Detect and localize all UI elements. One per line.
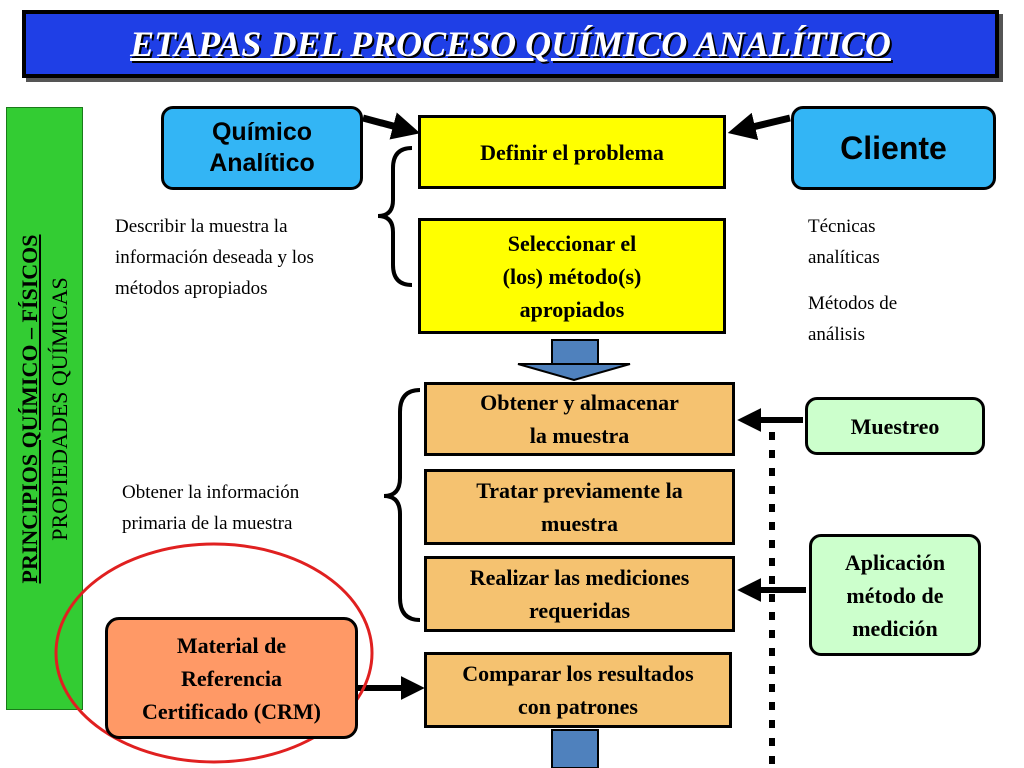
brace-sample-steps [383,388,421,622]
note-primary-line-1: Obtener la información [122,482,300,503]
step-obtain-line-2: la muestra [529,423,630,448]
note-techniques-line-1: Técnicas [808,216,876,237]
note-methods-line-1: Métodos de [808,293,898,314]
application-box: Aplicación método de medición [809,534,981,656]
sampling-box: Muestreo [805,397,985,455]
title-banner: ETAPAS DEL PROCESO QUÍMICO ANALÍTICO [22,10,999,78]
note-describe-line-1: Describir la muestra la [115,216,288,237]
step-select-line-3: apropiados [519,296,625,322]
step-obtain: Obtener y almacenar la muestra [424,382,735,456]
crm-box: Material de Referencia Certificado (CRM) [105,617,358,739]
step-treat-line-1: Tratar previamente la [476,478,683,503]
arrow-client-to-define [727,112,791,141]
crm-line-2: Referencia [181,665,282,691]
sampling-label: Muestreo [850,413,940,439]
chemist-line-2: Analítico [209,149,315,177]
note-primary: Obtener la información primaria de la mu… [122,477,382,539]
application-line-3: medición [852,615,938,641]
arrow-chemist-to-define [362,112,421,140]
highlight-circle [54,542,374,764]
step-obtain-line-1: Obtener y almacenar [480,390,679,415]
crm-line-1: Material de [176,632,287,658]
note-techniques-line-2: analíticas [808,247,880,268]
note-methods: Métodos de análisis [808,288,988,350]
client-box: Cliente [791,106,996,190]
step-compare-line-1: Comparar los resultados [462,661,694,686]
flow-arrow-1 [517,339,631,382]
step-define: Definir el problema [418,115,726,189]
step-measure-line-1: Realizar las mediciones [469,565,690,590]
note-primary-line-2: primaria de la muestra [122,513,293,534]
flow-arrow-2 [551,729,599,768]
step-treat: Tratar previamente la muestra [424,469,735,545]
step-define-label: Definir el problema [480,139,664,165]
note-techniques: Técnicas analíticas [808,211,988,273]
brace-define-select [377,146,413,287]
step-compare: Comparar los resultados con patrones [424,652,732,728]
chemist-box: Químico Analítico [161,106,363,190]
application-line-2: método de [846,582,944,608]
page-title: ETAPAS DEL PROCESO QUÍMICO ANALÍTICO [130,24,891,64]
step-measure-line-2: requeridas [528,598,631,623]
step-measure: Realizar las mediciones requeridas [424,556,735,632]
note-describe-line-2: información deseada y los [115,247,314,268]
note-methods-line-2: análisis [808,324,865,345]
step-select-line-1: Seleccionar el [507,230,637,256]
step-select-line-2: (los) método(s) [502,263,642,289]
client-label: Cliente [840,129,947,166]
application-line-1: Aplicación [844,549,946,575]
note-describe-line-3: métodos apropiados [115,278,268,299]
step-compare-line-2: con patrones [517,694,638,719]
crm-line-3: Certificado (CRM) [142,698,321,724]
chemist-line-1: Químico [211,118,312,146]
step-select: Seleccionar el (los) método(s) apropiado… [418,218,726,334]
note-describe: Describir la muestra la información dese… [115,211,395,304]
step-treat-line-2: muestra [541,511,618,536]
